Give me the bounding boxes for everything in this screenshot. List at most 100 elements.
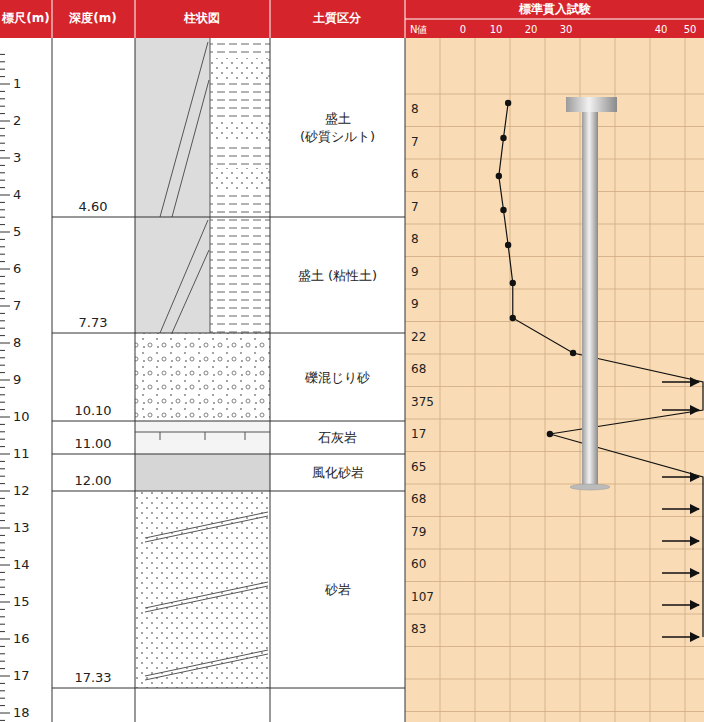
scale-tick: [0, 328, 5, 329]
scale-tick: [0, 195, 10, 196]
soil-name: 石灰岩: [318, 429, 357, 447]
scale-number: 15: [13, 595, 30, 609]
n-value: 9: [411, 266, 419, 279]
scale-tick: [0, 668, 5, 669]
n-value: 8: [411, 103, 419, 116]
scale-tick: [0, 291, 5, 292]
header-label: 土質区分: [313, 12, 361, 25]
grid-line: [405, 224, 704, 225]
n-value-dot: [505, 242, 511, 248]
grid-line: [440, 38, 441, 722]
scale-number: 13: [13, 521, 30, 535]
scale-tick: [0, 417, 10, 418]
over-range-arrow: [662, 572, 699, 574]
scale-tick: [0, 217, 5, 218]
scale-tick: [0, 76, 5, 77]
depth-value: 10.10: [74, 404, 111, 418]
grid-line: [405, 354, 704, 355]
scale-tick: [0, 520, 5, 521]
soil-band: 砂岩: [271, 492, 404, 688]
scale-tick: [0, 468, 5, 469]
n-value-dot: [496, 173, 502, 179]
grid-line: [405, 451, 704, 452]
n-value: 68: [411, 363, 426, 376]
grid-line: [405, 646, 704, 647]
scale-tick: [0, 491, 10, 492]
n-value: 83: [411, 623, 426, 636]
header-label: 深度(m): [69, 12, 116, 25]
grid-line: [615, 38, 616, 722]
n-value-dot: [510, 280, 516, 286]
soil-name: 盛土 (砂質シルト): [296, 110, 380, 145]
n-value: 60: [411, 558, 426, 571]
n-value: 68: [411, 493, 426, 506]
scale-number: 8: [13, 336, 21, 350]
scale-tick: [0, 579, 5, 580]
scale-tick: [0, 454, 10, 455]
n-value-dot: [547, 431, 553, 437]
soil-band: 礫混じり砂: [271, 334, 404, 421]
scale-tick: [0, 350, 5, 351]
over-range-arrow: [662, 636, 699, 638]
grid-line: [405, 679, 704, 680]
scale-tick: [0, 402, 5, 403]
depth-value: 7.73: [79, 316, 108, 330]
scale-tick: [0, 594, 5, 595]
scale-tick: [0, 550, 5, 551]
scale-tick: [0, 98, 5, 99]
scale-tick: [0, 61, 5, 62]
scale-tick: [0, 91, 5, 92]
scale-tick: [0, 143, 5, 144]
scale-tick: [0, 616, 5, 617]
scale-tick: [0, 646, 5, 647]
grid-line: [405, 549, 704, 550]
soil-name: 砂岩: [325, 581, 351, 599]
grid-line: [475, 38, 476, 722]
depth-value: 4.60: [79, 200, 108, 214]
n-value-dot: [500, 135, 506, 141]
over-range-arrow: [662, 508, 699, 510]
scale-tick: [0, 239, 5, 240]
grid-line: [685, 38, 686, 722]
scale-tick: [0, 653, 5, 654]
n-value: 375: [411, 396, 434, 409]
depth-value: 12.00: [74, 474, 111, 488]
scale-number: 4: [13, 188, 21, 202]
over-range-arrow: [662, 604, 699, 606]
scale-tick: [0, 187, 5, 188]
n-value-dot: [500, 207, 506, 213]
scale-number: 14: [13, 558, 30, 572]
grid-line: [405, 256, 704, 257]
scale-tick: [0, 498, 5, 499]
soil-name: 礫混じり砂: [305, 369, 370, 387]
scale-number: 2: [13, 114, 21, 128]
scale-tick: [0, 246, 5, 247]
scale-tick: [0, 446, 5, 447]
n-value: 65: [411, 461, 426, 474]
grid-line: [545, 38, 546, 722]
scale-tick: [0, 202, 5, 203]
scale-tick: [0, 357, 5, 358]
scale-tick: [0, 150, 5, 151]
scale-tick: [0, 683, 5, 684]
n-value-dot: [510, 315, 516, 321]
soil-name: 盛土 (粘性土): [298, 267, 377, 285]
scale-tick: [0, 372, 5, 373]
scale-tick: [0, 565, 10, 566]
n-value: 7: [411, 136, 419, 149]
scale-tick: [0, 224, 5, 225]
scale-tick: [0, 276, 5, 277]
soil-band: 盛土 (粘性土): [271, 218, 404, 333]
grid-line: [405, 289, 704, 290]
scale-number: 11: [13, 447, 30, 461]
scale-tick: [0, 261, 5, 262]
grid-line: [405, 484, 704, 485]
grid-line: [405, 614, 704, 615]
scale-tick: [0, 572, 5, 573]
grid-line: [405, 159, 704, 160]
scale-tick: [0, 298, 5, 299]
grid-line: [580, 38, 581, 722]
soil-name: 風化砂岩: [312, 464, 364, 482]
soil-band: 風化砂岩: [271, 455, 404, 491]
axis-number: 30: [560, 24, 573, 35]
